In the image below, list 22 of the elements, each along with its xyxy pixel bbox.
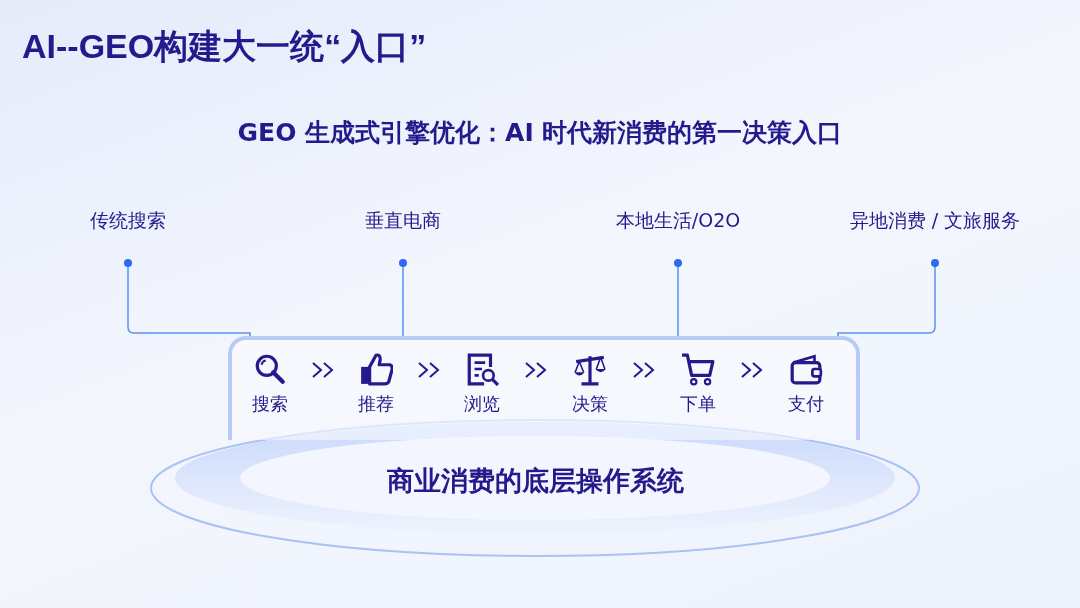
connector-line (674, 259, 682, 337)
subtitle: GEO 生成式引擎优化：AI 时代新消费的第一决策入口 (236, 117, 844, 149)
chevron-arrow (633, 362, 655, 378)
step-label: 搜索 (251, 392, 289, 416)
step-label: 浏览 (463, 392, 501, 416)
chevron-arrow (741, 362, 763, 378)
category-label: 异地消费 / 文旅服务 (820, 208, 1050, 238)
step-label: 决策 (571, 392, 609, 416)
category-label: 垂直电商 (340, 208, 466, 238)
chevron-arrow (418, 362, 440, 378)
slide-title: AI--GEO构建大一统“入口” (22, 26, 427, 67)
category-label: 本地生活/O2O (580, 208, 776, 238)
chevron-arrow (312, 362, 334, 378)
step-label: 支付 (787, 392, 825, 416)
connector-line (837, 259, 939, 337)
process-panel (228, 336, 860, 440)
category-label: 传统搜索 (58, 208, 198, 238)
connector-line (124, 259, 251, 337)
chevron-arrow (525, 362, 547, 378)
step-label: 下单 (679, 392, 717, 416)
step-label: 推荐 (357, 392, 395, 416)
connector-line (399, 259, 407, 337)
